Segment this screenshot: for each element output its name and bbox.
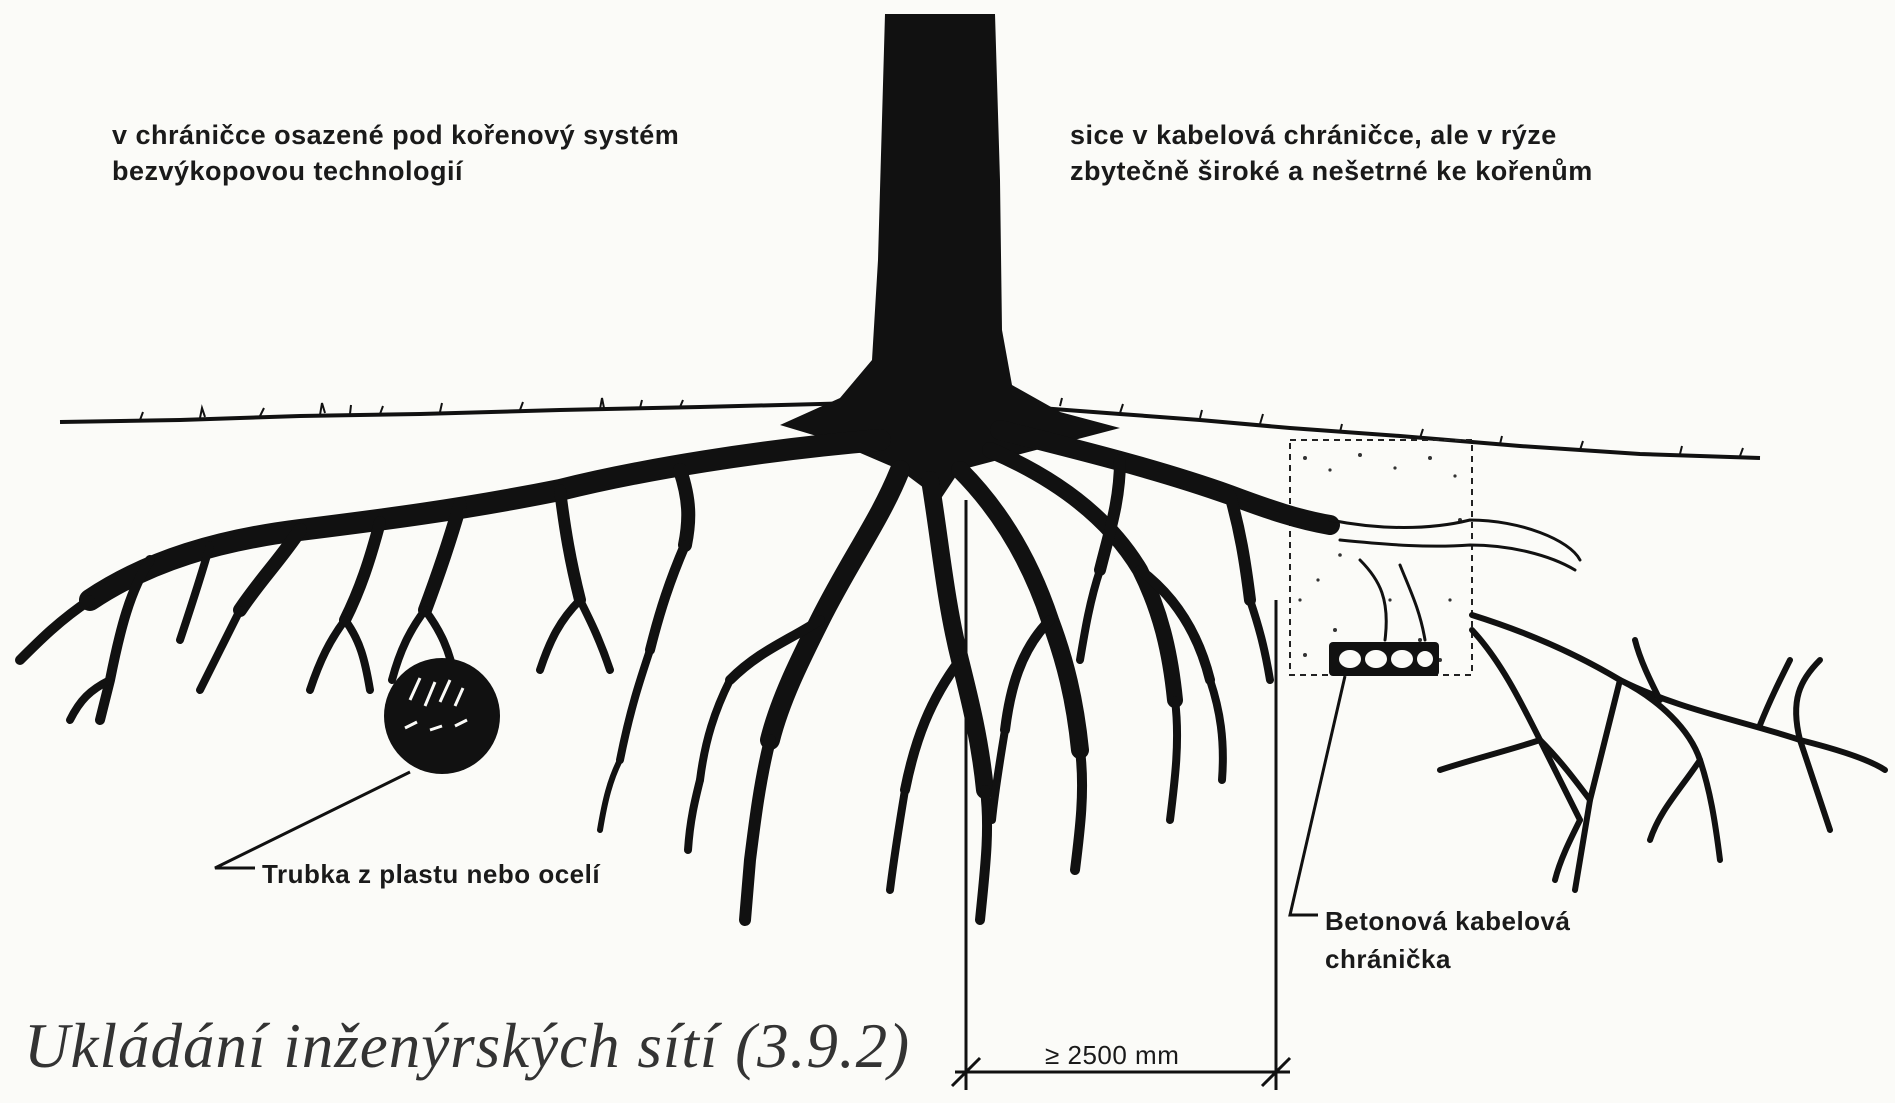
- label-pipe: Trubka z plastu nebo ocelí: [262, 857, 600, 891]
- label-line: zbytečně široké a nešetrné ke kořenům: [1070, 154, 1593, 190]
- dimension-marker: [952, 500, 1290, 1090]
- label-line: bezvýkopovou technologií: [112, 154, 679, 190]
- outer-right-roots: [1440, 615, 1885, 890]
- label-wide-trench: sice v kabelová chráničce, ale v rýze zb…: [1070, 118, 1593, 189]
- label-concrete-duct: Betonová kabelová chránička: [1325, 903, 1570, 978]
- root-system: [20, 430, 1330, 920]
- pipe-leader-line: [215, 772, 410, 868]
- severed-roots: [1330, 520, 1580, 640]
- label-line: Betonová kabelová: [1325, 903, 1570, 941]
- label-line: chránička: [1325, 941, 1570, 979]
- duct-leader-line: [1290, 676, 1345, 915]
- plastic-or-steel-pipe: [384, 658, 500, 774]
- figure-caption: Ukládání inženýrských sítí (3.9.2): [24, 1010, 910, 1083]
- label-line: sice v kabelová chráničce, ale v rýze: [1070, 118, 1593, 154]
- trench-fill-speckles: [1298, 453, 1462, 662]
- dimension-label: ≥ 2500 mm: [1045, 1038, 1179, 1072]
- tree-trunk: [780, 14, 1120, 500]
- concrete-cable-duct: [1329, 642, 1439, 676]
- label-line: v chráničce osazené pod kořenový systém: [112, 118, 679, 154]
- trench-outline: [1290, 440, 1472, 675]
- label-trenchless-installation: v chráničce osazené pod kořenový systém …: [112, 118, 679, 189]
